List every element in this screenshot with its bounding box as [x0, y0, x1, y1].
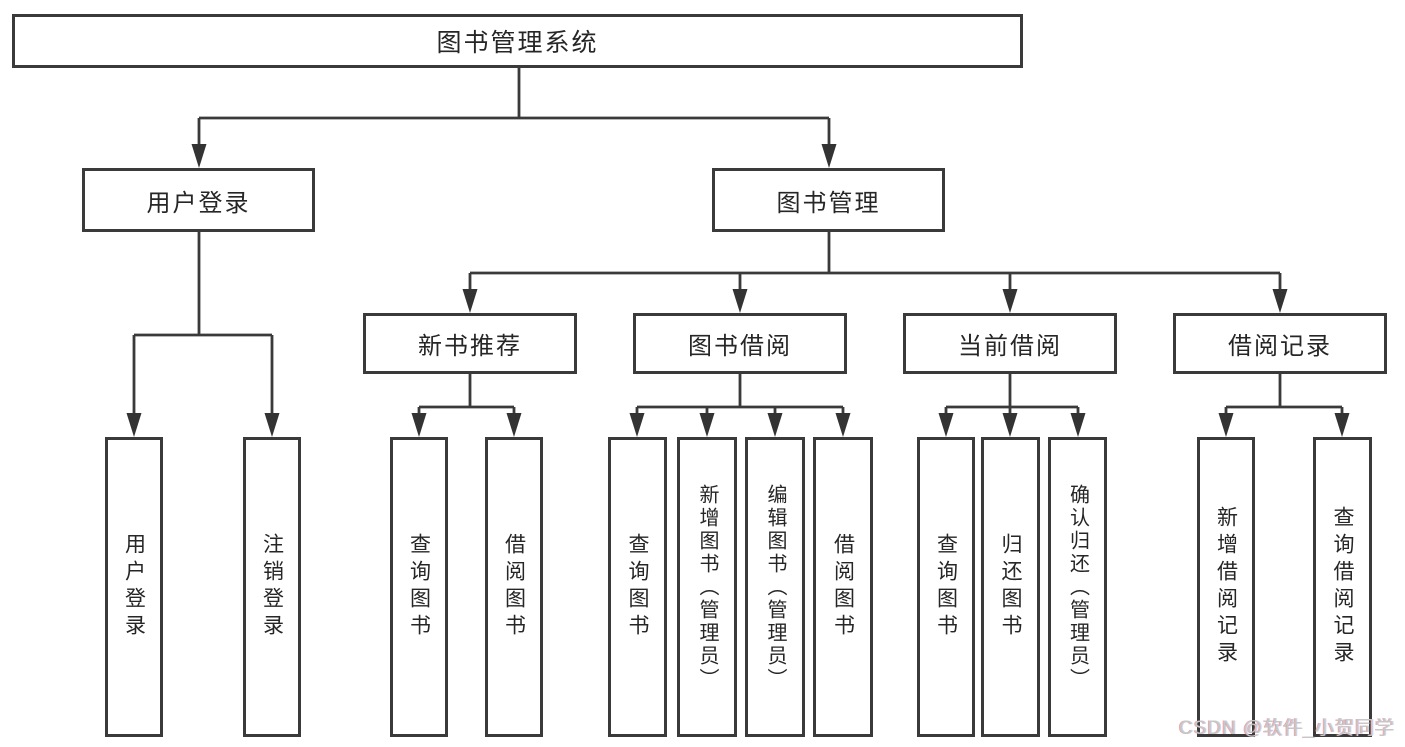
connector-book-management-to-level3 [462, 232, 1288, 313]
leaf-label: 确认归还（管理员） [1066, 483, 1089, 691]
node-root: 图书管理系统 [12, 14, 1023, 68]
node-current-borrow: 当前借阅 [903, 313, 1117, 374]
node-label: 用户登录 [146, 189, 251, 217]
leaf-add-borrow-record: 新增借阅记录 [1197, 437, 1255, 737]
node-label: 当前借阅 [958, 333, 1062, 360]
watermark-text: CSDN @软件_小贺同学 [1179, 718, 1395, 739]
leaf-label: 新增借阅记录 [1214, 506, 1238, 668]
leaf-edit-book-admin: 编辑图书（管理员） [745, 437, 805, 737]
leaf-query-borrow-record: 查询借阅记录 [1313, 437, 1372, 737]
connector-root-to-level2 [191, 68, 837, 168]
node-book-borrow: 图书借阅 [633, 313, 847, 374]
leaf-add-book-admin: 新增图书（管理员） [677, 437, 737, 737]
leaf-borrow-book: 借阅图书 [813, 437, 873, 737]
connector-borrow-record-to-leaves [1218, 374, 1350, 437]
leaf-label: 查询图书 [407, 533, 431, 641]
node-label: 新书推荐 [418, 333, 522, 360]
leaf-return-book: 归还图书 [981, 437, 1040, 737]
leaf-query-book-current: 查询图书 [917, 437, 975, 737]
leaf-label: 借阅图书 [831, 533, 855, 641]
node-borrow-record: 借阅记录 [1173, 313, 1387, 374]
leaf-label: 查询图书 [626, 533, 649, 641]
connector-book-borrow-to-leaves [629, 374, 851, 437]
connector-new-book-to-leaves [411, 374, 522, 437]
connector-current-borrow-to-leaves [938, 374, 1086, 437]
node-user-login: 用户登录 [82, 168, 315, 232]
leaf-borrow-book-recommend: 借阅图书 [485, 437, 543, 737]
leaf-label: 用户登录 [122, 533, 146, 641]
node-label: 借阅记录 [1228, 333, 1332, 360]
leaf-logout: 注销登录 [243, 437, 301, 737]
leaf-label: 归还图书 [999, 533, 1022, 641]
node-label: 图书借阅 [688, 333, 792, 360]
node-label: 图书管理 [776, 189, 881, 217]
leaf-label: 编辑图书（管理员） [764, 483, 786, 691]
leaf-label: 注销登录 [260, 533, 284, 641]
leaf-label: 借阅图书 [502, 533, 526, 641]
leaf-label: 查询借阅记录 [1331, 506, 1354, 668]
node-label: 图书管理系统 [436, 29, 599, 57]
leaf-query-book-recommend: 查询图书 [390, 437, 448, 737]
node-book-management: 图书管理 [712, 168, 945, 232]
leaf-user-login: 用户登录 [105, 437, 163, 737]
connector-user-login-to-leaves [126, 232, 280, 437]
leaf-label: 查询图书 [934, 533, 958, 641]
node-new-book-recommend: 新书推荐 [363, 313, 577, 374]
leaf-confirm-return-admin: 确认归还（管理员） [1048, 437, 1107, 737]
leaf-label: 新增图书（管理员） [696, 483, 718, 691]
leaf-query-book-borrow: 查询图书 [608, 437, 667, 737]
